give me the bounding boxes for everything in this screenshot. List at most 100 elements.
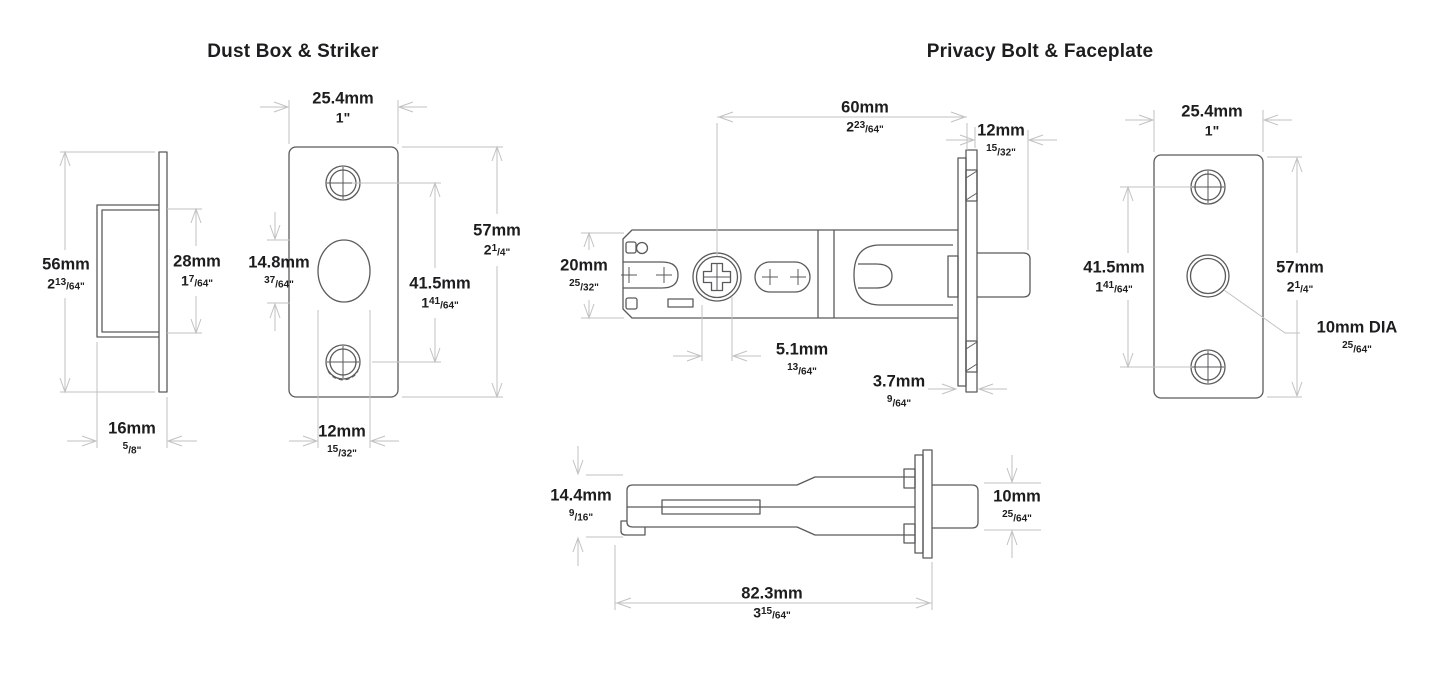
dim-mm-value: 14.4mm [550, 486, 612, 505]
faceplate-front-view [1153, 154, 1264, 399]
inch-denominator: /32" [338, 447, 357, 459]
bolt-top-dimension-lines [581, 111, 1057, 395]
dim-mm-value: 25.4mm [312, 89, 374, 108]
dim-bolt-diameter: 10mm 25/64" [993, 488, 1041, 524]
dim-mm-value: 57mm [1276, 258, 1324, 277]
dim-mm-value: 10mm [993, 487, 1041, 506]
dim-bolt-spindle-offset: 5.1mm 13/64" [776, 341, 828, 377]
dim-inch-value: 1" [1205, 123, 1219, 137]
inch-denominator: /64" [194, 277, 214, 289]
dim-mm-value: 20mm [560, 256, 608, 275]
dust-box-dimension-lines [59, 150, 202, 448]
inch-whole: 1" [335, 108, 351, 125]
inch-whole: 1 [1095, 277, 1103, 294]
dim-mm-value: 28mm [173, 252, 221, 271]
inch-whole: 2 [47, 274, 56, 291]
inch-whole: 2 [1286, 277, 1295, 294]
inch-denominator: /64" [1353, 343, 1372, 355]
dim-striker-hole-width: 12mm 15/32" [318, 423, 366, 459]
dim-inch-value: 13/64" [787, 361, 817, 377]
right-title: Privacy Bolt & Faceplate [926, 41, 1154, 62]
dim-mm-value: 16mm [108, 419, 156, 438]
dim-faceplate-width: 25.4mm 1" [1181, 103, 1242, 137]
inch-numerator: 5 [122, 440, 129, 452]
dim-mm-value: 82.3mm [741, 584, 803, 603]
dim-dustbox-inner-height: 28mm 17/64" [173, 253, 221, 289]
inch-numerator: 15 [327, 443, 339, 455]
dim-inch-value: 17/64" [181, 273, 213, 289]
inch-denominator: /64" [798, 365, 817, 377]
inch-denominator: /8" [128, 444, 142, 456]
privacy-bolt-top-view [621, 149, 1031, 393]
inch-whole: 1" [1204, 121, 1220, 138]
inch-whole: 3 [753, 603, 761, 620]
inch-denominator: /64" [66, 280, 85, 292]
dim-mm-value: 41.5mm [1083, 258, 1145, 277]
inch-numerator: 41 [429, 295, 441, 307]
dim-mm-value: 57mm [473, 221, 521, 240]
dim-inch-value: 37/64" [264, 274, 294, 290]
dim-inch-value: 25/64" [1342, 339, 1372, 355]
dim-mm-value: 12mm [318, 422, 366, 441]
dim-striker-width: 25.4mm 1" [312, 90, 373, 124]
dim-inch-value: 15/32" [986, 142, 1016, 158]
privacy-bolt-side-view [620, 449, 979, 559]
inch-denominator: /4" [497, 246, 511, 258]
dim-bolt-projection: 12mm 15/32" [977, 122, 1025, 158]
inch-denominator: /64" [892, 397, 912, 409]
inch-denominator: /64" [1013, 512, 1032, 524]
inch-numerator: 13 [787, 361, 799, 373]
inch-numerator: 9 [886, 393, 893, 405]
inch-numerator: 41 [1103, 279, 1115, 291]
inch-whole: 1 [421, 293, 429, 310]
dim-mm-value: 14.8mm [248, 253, 310, 272]
inch-whole: 2 [846, 117, 855, 134]
dim-inch-value: 21/4" [1287, 279, 1313, 295]
inch-numerator: 37 [264, 274, 276, 286]
dim-inch-value: 25/32" [569, 277, 599, 293]
dim-inch-value: 21/4" [484, 242, 510, 258]
inch-numerator: 25 [1342, 339, 1354, 351]
dim-striker-screw-spacing: 41.5mm 141/64" [409, 275, 470, 311]
inch-denominator: /4" [1300, 283, 1314, 295]
dim-inch-value: 223/64" [846, 119, 884, 135]
dim-inch-value: 1" [336, 110, 350, 124]
inch-numerator: 15 [986, 142, 998, 154]
dim-mm-value: 60mm [841, 98, 889, 117]
inch-denominator: /64" [440, 299, 459, 311]
inch-numerator: 23 [854, 119, 866, 131]
inch-denominator: /64" [1114, 283, 1133, 295]
dim-faceplate-screw-spacing: 41.5mm 141/64" [1083, 259, 1144, 295]
inch-denominator: /64" [275, 278, 294, 290]
dim-inch-value: 141/64" [421, 295, 459, 311]
inch-numerator: 7 [188, 273, 195, 285]
faceplate-dimension-lines [1120, 110, 1303, 398]
dim-striker-height: 57mm 21/4" [473, 222, 521, 258]
dim-mm-value: 25.4mm [1181, 102, 1243, 121]
dim-dustbox-depth: 16mm 5/8" [108, 420, 156, 456]
hole-diameter-leader-line [1223, 289, 1300, 334]
inch-denominator: /64" [772, 609, 791, 621]
dim-faceplate-hole-diameter: 10mm DIA 25/64" [1317, 319, 1398, 355]
dim-mm-value: 10mm DIA [1316, 318, 1398, 337]
dim-faceplate-height: 57mm 21/4" [1276, 259, 1324, 295]
inch-numerator: 13 [55, 276, 67, 288]
dim-mm-value: 12mm [977, 121, 1025, 140]
inch-numerator: 9 [568, 507, 575, 519]
inch-numerator: 25 [569, 277, 581, 289]
dim-bolt-side-height: 14.4mm 9/16" [550, 487, 611, 523]
dim-inch-value: 9/16" [569, 507, 593, 523]
inch-denominator: /32" [580, 281, 599, 293]
inch-numerator: 1 [491, 242, 498, 254]
inch-numerator: 15 [761, 605, 773, 617]
dim-inch-value: 15/32" [327, 443, 357, 459]
dim-bolt-overall-length: 82.3mm 315/64" [741, 585, 802, 621]
dim-mm-value: 5.1mm [775, 340, 829, 359]
dim-bolt-backset: 60mm 223/64" [841, 99, 889, 135]
dim-faceplate-thickness: 3.7mm 9/64" [873, 373, 925, 409]
inch-denominator: /16" [574, 511, 594, 523]
dim-inch-value: 213/64" [47, 276, 85, 292]
inch-whole: 1 [180, 271, 189, 288]
